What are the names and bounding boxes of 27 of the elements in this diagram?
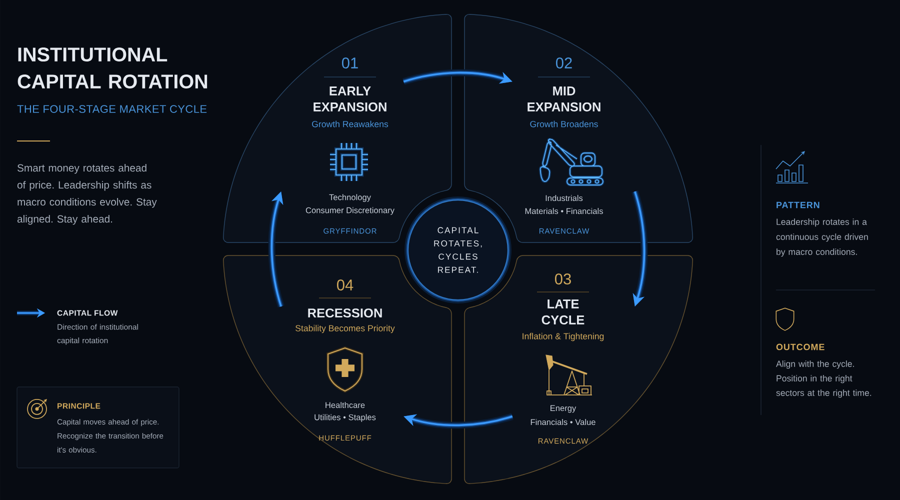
stage-title: LATE CYCLE <box>542 300 584 324</box>
stage-title: EARLY EXPANSION <box>314 86 386 112</box>
stage-title: RECESSION <box>308 308 382 318</box>
sector-text: Consumer Discretionary <box>306 207 394 215</box>
title: INSTITUTIONAL CAPITAL ROTATION <box>18 48 208 88</box>
section-heading: OUTCOME <box>776 344 824 350</box>
section-heading: PATTERN <box>776 202 820 208</box>
section-text: Leadership rotates in a continuous cycle driven by macro conditions. <box>776 218 868 257</box>
stage-title: MID EXPANSION <box>528 86 600 112</box>
step-number: 04 <box>337 280 354 290</box>
sector-text: Healthcare <box>326 402 365 408</box>
sector-text: Materials • Financials <box>525 208 603 214</box>
sector-text: Financials • Value <box>530 418 596 426</box>
sector-text: Technology <box>329 194 371 202</box>
subtitle: THE FOUR-STAGE MARKET CYCLE <box>17 105 207 113</box>
step-number: 02 <box>556 58 572 68</box>
stage-subtitle: Inflation & Tightening <box>522 332 604 342</box>
stage-subtitle: Growth Broadens <box>530 120 598 128</box>
section-text: Align with the cycle. Position in the right sectors at the right time. <box>776 360 872 398</box>
step-number: 03 <box>555 274 571 284</box>
sector-text: Industrials <box>546 194 583 202</box>
sector-text: Energy <box>550 405 576 413</box>
intro-text: Smart money rotates ahead of price. Leadership shifts as macro conditions evolve. Stay aligned. Stay ahead. <box>17 164 157 225</box>
stage-subtitle: Growth Reawakens <box>312 120 388 128</box>
stage-subtitle: Stability Becomes Priority <box>296 324 395 334</box>
sector-text: Utilities • Staples <box>314 414 376 422</box>
step-number: 01 <box>342 58 358 68</box>
